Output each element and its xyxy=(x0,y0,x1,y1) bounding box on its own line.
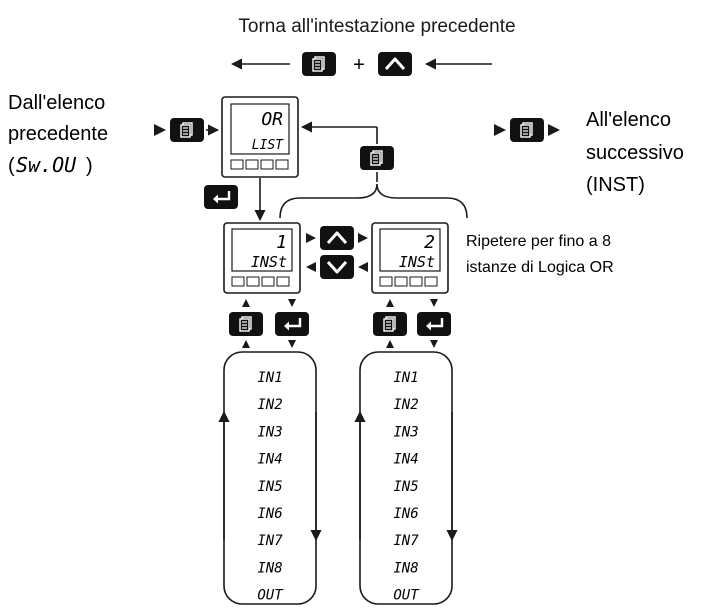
instance-2-top: 2 xyxy=(424,232,435,253)
instance-1-top: 1 xyxy=(276,232,287,253)
inst2-page-up-arrowhead xyxy=(386,299,394,307)
left-line-3-close: ) xyxy=(86,155,93,177)
param-item-in2: IN2 xyxy=(393,397,418,413)
enter-key-icon[interactable] xyxy=(275,312,309,336)
instance-2-display: 2 INSt xyxy=(371,222,449,294)
inst1-page-up-arrowhead-2 xyxy=(242,340,250,348)
right-line-1: All'elenco xyxy=(586,109,671,131)
instance-2-bottom: INSt xyxy=(399,253,435,271)
param-item-in3: IN3 xyxy=(257,424,282,440)
param-item-in6: IN6 xyxy=(393,506,418,522)
left-line-3-open: ( xyxy=(8,155,15,177)
param-item-in5: IN5 xyxy=(257,479,282,495)
left-line-2: precedente xyxy=(8,123,108,145)
left-in-arrowhead xyxy=(154,124,166,136)
param-item-in5: IN5 xyxy=(393,479,418,495)
param-item-in2: IN2 xyxy=(257,397,282,413)
param-item-in7: IN7 xyxy=(257,533,283,549)
up-right-arrowhead-2 xyxy=(358,233,368,243)
page-key-icon[interactable] xyxy=(373,312,407,336)
down-left-arrowhead xyxy=(306,262,316,272)
list-display-top: OR xyxy=(261,109,283,130)
instance-1-bottom: INSt xyxy=(251,253,287,271)
header-back-text: Torna all'intestazione precedente xyxy=(238,16,515,37)
inst2-enter-down-arrowhead-2 xyxy=(430,340,438,348)
param-item-out: OUT xyxy=(257,588,284,604)
right-line-2: successivo xyxy=(586,142,684,164)
param-item-in4: IN4 xyxy=(393,452,418,468)
inst1-page-up-arrowhead xyxy=(242,299,250,307)
right-out-arrowhead xyxy=(548,124,560,136)
page-key-icon[interactable] xyxy=(510,118,544,142)
left-line-1: Dall'elenco xyxy=(8,92,105,114)
up-arrow-key-icon[interactable] xyxy=(378,52,412,76)
list-display: OR LIST xyxy=(221,96,299,178)
right-in-arrowhead xyxy=(494,124,506,136)
page-key-icon[interactable] xyxy=(170,118,204,142)
page-key-icon[interactable] xyxy=(229,312,263,336)
repeat-note-line-2: istanze di Logica OR xyxy=(466,259,614,276)
param-item-in1: IN1 xyxy=(257,370,282,386)
repeat-note-line-1: Ripetere per fino a 8 xyxy=(466,233,611,250)
param-item-in7: IN7 xyxy=(393,533,419,549)
param-item-in4: IN4 xyxy=(257,452,282,468)
page-key-icon[interactable] xyxy=(302,52,336,76)
left-line-3-code: Sw.OU xyxy=(16,153,77,177)
inst2-enter-down-arrowhead xyxy=(430,299,438,307)
param-item-in8: IN8 xyxy=(393,560,418,576)
inst1-enter-down-arrowhead xyxy=(288,299,296,307)
page-key-icon[interactable] xyxy=(360,146,394,170)
inst1-enter-down-arrowhead-2 xyxy=(288,340,296,348)
enter-key-icon[interactable] xyxy=(417,312,451,336)
inst2-page-up-arrowhead-2 xyxy=(386,340,394,348)
down-left-arrowhead-2 xyxy=(358,262,368,272)
instances-bracket xyxy=(279,183,468,219)
up-arrow-key-icon[interactable] xyxy=(320,226,354,250)
param-item-in1: IN1 xyxy=(393,370,418,386)
down-arrow-key-icon[interactable] xyxy=(320,255,354,279)
list-display-bottom: LIST xyxy=(252,138,284,153)
right-line-3: (INST) xyxy=(586,174,645,196)
param-item-in8: IN8 xyxy=(257,560,282,576)
enter-key-icon[interactable] xyxy=(204,185,238,209)
param-item-in3: IN3 xyxy=(393,424,418,440)
param-item-out: OUT xyxy=(393,588,420,604)
up-right-arrowhead xyxy=(306,233,316,243)
param-item-in6: IN6 xyxy=(257,506,282,522)
plus-sign: + xyxy=(353,54,365,76)
instance-1-display: 1 INSt xyxy=(223,222,301,294)
